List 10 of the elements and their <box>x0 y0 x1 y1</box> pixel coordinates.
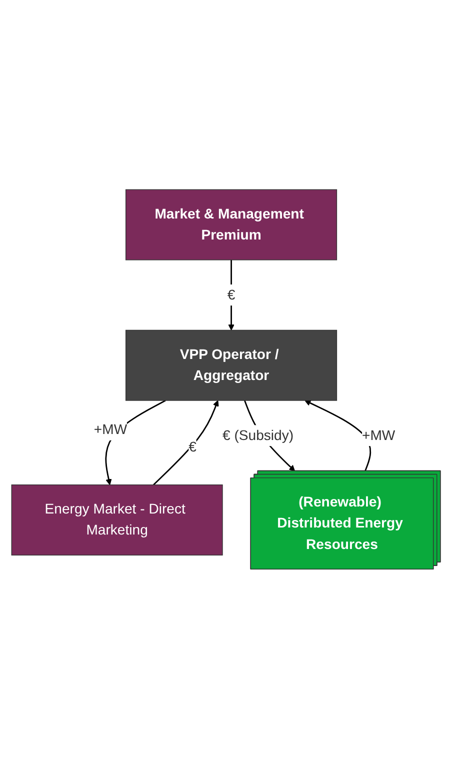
node-box: Energy Market - Direct Marketing <box>11 484 223 556</box>
edge-label: € <box>188 440 196 455</box>
edge-label: +MW <box>362 428 396 444</box>
arrow <box>228 260 234 331</box>
edge-label: € (Subsidy) <box>222 428 294 444</box>
node-box: Market & Management Premium <box>125 189 338 260</box>
node-box: VPP Operator / Aggregator <box>125 330 338 401</box>
arrow <box>153 400 219 486</box>
edge-label: € <box>227 287 236 303</box>
edge-label: +MW <box>94 422 128 438</box>
